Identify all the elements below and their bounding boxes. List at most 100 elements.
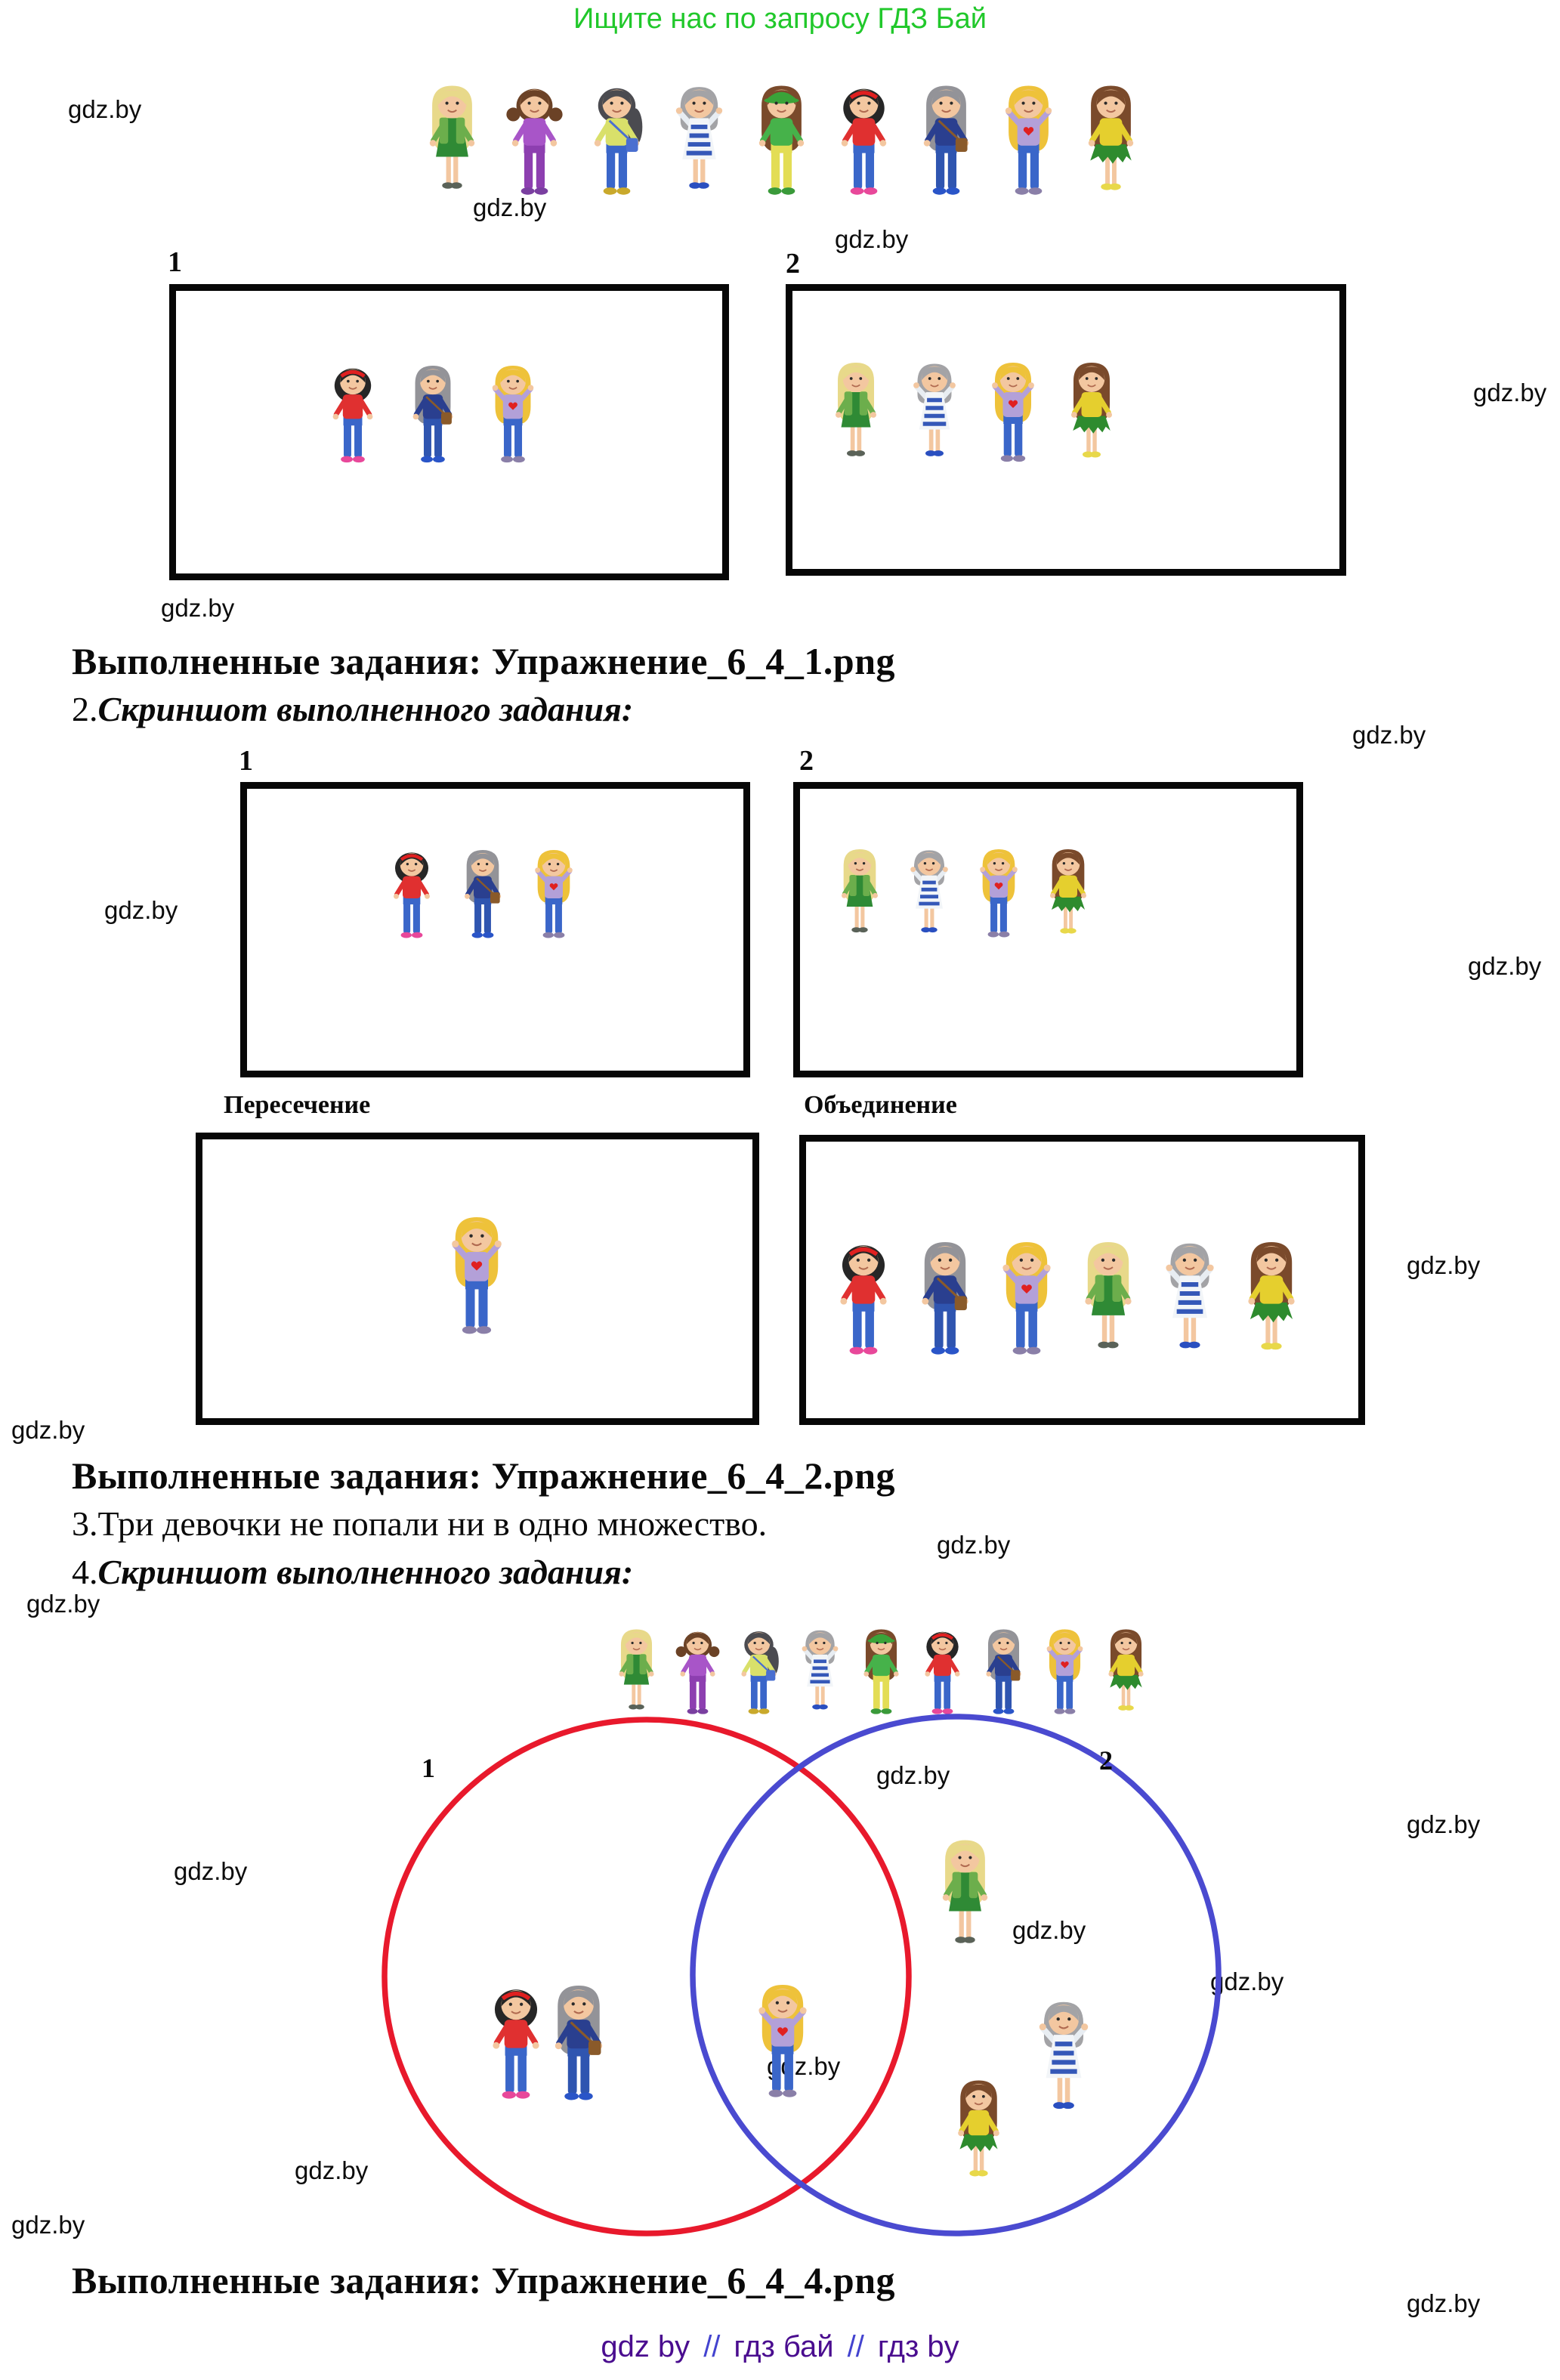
watermark: gdz.by xyxy=(876,1761,950,1789)
girl-purple-jumper xyxy=(497,64,572,198)
set1-box2-girls xyxy=(822,344,1126,465)
girl-striped-dress xyxy=(899,833,959,940)
watermark: gdz.by xyxy=(68,95,142,123)
step-4-text: Скриншот выполненного задания: xyxy=(97,1553,634,1591)
girl-gray-hair-navy xyxy=(453,833,513,941)
girl-green-cap xyxy=(744,64,819,198)
step-2-line: 2.Скриншот выполненного задания: xyxy=(72,690,634,728)
girl-red-headband xyxy=(913,1613,972,1717)
girl-green-tutu xyxy=(1058,344,1126,465)
set1-box1 xyxy=(169,284,729,580)
girl-striped-dress xyxy=(900,344,968,465)
caption-exercise-6-4-1: Выполненные задания: Упражнение_6_4_1.pn… xyxy=(72,640,896,682)
girl-red-headband xyxy=(382,833,442,941)
step-3-text: Три девочки не попали ни в одно множеств… xyxy=(97,1504,768,1543)
girl-yellow-top-ponytail xyxy=(579,64,654,198)
watermark: gdz.by xyxy=(1407,1810,1481,1838)
step-4-number: 4. xyxy=(72,1553,98,1591)
girl-green-dress-blonde xyxy=(415,64,490,198)
girl-striped-dress xyxy=(1151,1219,1228,1358)
intersection-box xyxy=(196,1133,759,1425)
watermark: gdz.by xyxy=(26,1590,100,1618)
watermark: gdz.by xyxy=(1352,721,1426,749)
promo-header: Ищите нас по запросу ГДЗ Бай xyxy=(573,3,987,35)
step-3-number: 3. xyxy=(72,1504,98,1543)
union-label: Объединение xyxy=(804,1091,957,1119)
girl-striped-dress xyxy=(662,64,737,198)
girl-heart-shirt xyxy=(524,833,584,941)
girl-heart-shirt xyxy=(480,346,546,465)
venn-circle-1 xyxy=(382,1717,912,2236)
watermark: gdz.by xyxy=(174,1857,248,1885)
set1-box1-label: 1 xyxy=(168,246,182,278)
girl-red-headband xyxy=(320,346,386,465)
girl-green-dress-blonde xyxy=(1070,1219,1147,1358)
watermark: gdz.by xyxy=(1473,379,1547,406)
watermark: gdz.by xyxy=(1210,1967,1284,1995)
footer-site-name: гдз бай xyxy=(734,2330,834,2363)
set2-box2-label: 2 xyxy=(799,745,814,777)
union-girls xyxy=(825,1219,1310,1358)
girl-heart-shirt xyxy=(968,833,1029,940)
venn-label-1: 1 xyxy=(422,1753,435,1783)
venn-label-2: 2 xyxy=(1099,1745,1113,1776)
venn-circle-2 xyxy=(690,1714,1222,2236)
girl-gray-hair-navy xyxy=(907,1219,984,1358)
set1-box2 xyxy=(786,284,1346,576)
watermark: gdz.by xyxy=(1407,1251,1481,1279)
footer-site-name: гдз by xyxy=(877,2330,959,2363)
set2-box1-label: 1 xyxy=(239,745,253,777)
watermark: gdz.by xyxy=(11,1416,85,1444)
girl-heart-shirt xyxy=(744,1963,821,2100)
girl-green-dress-blonde xyxy=(928,1819,1002,1952)
girl-green-tutu xyxy=(944,2061,1013,2184)
girl-red-headband xyxy=(826,64,901,198)
girl-heart-shirt xyxy=(437,1194,517,1337)
watermark: gdz.by xyxy=(937,1531,1011,1559)
watermark: gdz.by xyxy=(473,193,547,221)
footer-separator: // xyxy=(703,2330,721,2363)
watermark: gdz.by xyxy=(11,2211,85,2239)
set2-box2-girls xyxy=(829,833,1098,940)
watermark: gdz.by xyxy=(104,896,178,924)
intersection-label: Пересечение xyxy=(224,1091,371,1119)
girl-red-headband xyxy=(825,1219,902,1358)
watermark: gdz.by xyxy=(161,594,235,622)
set1-box1-girls xyxy=(320,346,546,465)
step-4-line: 4.Скриншот выполненного задания: xyxy=(72,1553,634,1591)
footer-separator: // xyxy=(847,2330,864,2363)
girl-green-tutu xyxy=(1097,1613,1155,1717)
girl-gray-hair-navy xyxy=(400,346,466,465)
site-footer: gdz by // гдз бай // гдз by xyxy=(0,2330,1560,2364)
step-2-text: Скриншот выполненного задания: xyxy=(97,690,634,728)
girl-gray-hair-navy xyxy=(539,1963,618,2103)
girl-green-dress-blonde xyxy=(829,833,890,940)
watermark: gdz.by xyxy=(835,225,909,253)
footer-site-name: gdz by xyxy=(601,2330,690,2363)
girl-gray-hair-navy xyxy=(909,64,984,198)
set1-box2-label: 2 xyxy=(786,248,800,280)
girl-heart-shirt xyxy=(991,64,1066,198)
watermark: gdz.by xyxy=(295,2156,369,2184)
girls-row-top xyxy=(415,64,1148,198)
girl-striped-dress xyxy=(1024,1978,1103,2119)
girl-striped-dress xyxy=(791,1613,849,1717)
girl-green-dress-blonde xyxy=(822,344,890,465)
girl-heart-shirt xyxy=(988,1219,1065,1358)
girl-yellow-top-ponytail xyxy=(730,1613,788,1717)
girl-green-cap xyxy=(852,1613,910,1717)
girls-row-bottom xyxy=(607,1613,1155,1717)
intersection-girls xyxy=(437,1194,517,1337)
set2-box1-girls xyxy=(382,833,584,941)
caption-exercise-6-4-4: Выполненные задания: Упражнение_6_4_4.pn… xyxy=(72,2259,896,2301)
girl-heart-shirt xyxy=(979,344,1047,465)
step-3-line: 3.Три девочки не попали ни в одно множес… xyxy=(72,1504,768,1543)
girl-heart-shirt xyxy=(1036,1613,1094,1717)
girl-green-tutu xyxy=(1038,833,1098,940)
venn-diagram xyxy=(382,1714,1222,2236)
set2-box1 xyxy=(240,782,750,1077)
watermark: gdz.by xyxy=(1407,2289,1481,2317)
girl-gray-hair-navy xyxy=(975,1613,1033,1717)
girl-green-tutu xyxy=(1073,64,1148,198)
